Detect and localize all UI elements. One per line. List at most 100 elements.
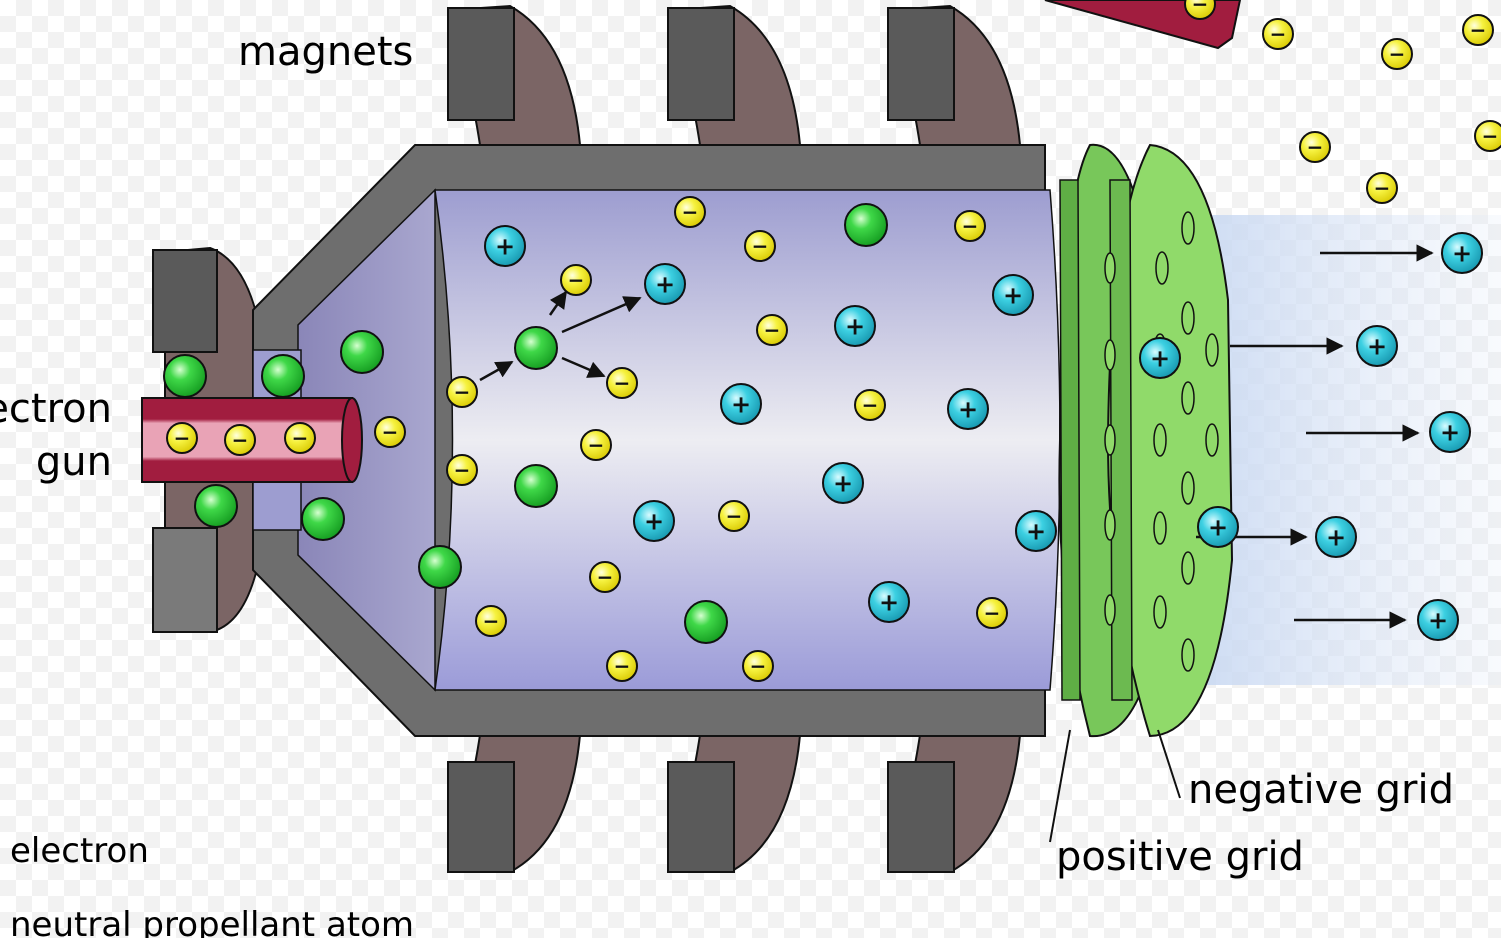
charge-sign: − — [1270, 22, 1287, 46]
label-magnets: magnets — [238, 29, 413, 75]
ion — [822, 462, 864, 504]
electron — [374, 416, 406, 448]
grids — [1058, 143, 1234, 738]
ion — [720, 383, 762, 425]
electron — [446, 454, 478, 486]
particles: −−−−−−−−−−−−−−−−−−−−−−−−−−−+++++++++++++… — [163, 0, 1501, 682]
electron — [718, 500, 750, 532]
electron — [1381, 38, 1413, 70]
neutral-atom — [514, 464, 558, 508]
electron — [606, 650, 638, 682]
label-positive-grid: positive grid — [1056, 834, 1304, 880]
electron — [589, 561, 621, 593]
electron — [1184, 0, 1216, 20]
neutral-atom — [684, 600, 728, 644]
neutral-atom — [261, 354, 305, 398]
charge-sign: + — [1428, 607, 1448, 635]
charge-sign: − — [962, 214, 979, 238]
neutral-atom — [163, 354, 207, 398]
electron — [224, 424, 256, 456]
ion — [1356, 325, 1398, 367]
ion — [1441, 232, 1483, 274]
charge-sign: − — [292, 426, 309, 450]
ion — [1139, 337, 1181, 379]
electron — [1299, 131, 1331, 163]
ion — [947, 388, 989, 430]
charge-sign: + — [655, 271, 675, 299]
neutral-atom — [514, 326, 558, 370]
label-negative-grid: negative grid — [1188, 767, 1454, 813]
charge-sign: − — [174, 426, 191, 450]
charge-sign: + — [958, 396, 978, 424]
electron — [954, 210, 986, 242]
ion — [1315, 516, 1357, 558]
ion — [834, 305, 876, 347]
charge-sign: − — [984, 601, 1001, 625]
charge-sign: − — [483, 609, 500, 633]
charge-sign: − — [1307, 135, 1324, 159]
electron — [560, 264, 592, 296]
charge-sign: + — [1440, 419, 1460, 447]
bottom-magnets — [447, 734, 1022, 874]
electron — [756, 314, 788, 346]
charge-sign: + — [1003, 282, 1023, 310]
electron — [1462, 14, 1494, 46]
label-electron-gun-line1: ectron — [0, 386, 112, 432]
electron — [166, 422, 198, 454]
ion — [484, 225, 526, 267]
charge-sign: − — [454, 380, 471, 404]
ion — [1429, 411, 1471, 453]
ion — [633, 500, 675, 542]
electron — [1262, 18, 1294, 50]
neutral-atom — [194, 484, 238, 528]
grid-holes — [1104, 211, 1219, 672]
legend-electron: electron — [10, 831, 149, 871]
charge-sign: + — [1326, 524, 1346, 552]
electron — [742, 650, 774, 682]
charge-sign: − — [454, 458, 471, 482]
ion — [868, 581, 910, 623]
charge-sign: − — [750, 654, 767, 678]
charge-sign: − — [614, 654, 631, 678]
charge-sign: − — [568, 268, 585, 292]
electron — [580, 429, 612, 461]
collision-arrows — [479, 290, 642, 382]
grid-leader-lines — [1049, 729, 1181, 843]
discharge-chamber — [252, 144, 1061, 737]
charge-sign: − — [764, 318, 781, 342]
label-electron-gun-line2: gun — [36, 439, 112, 485]
charge-sign: + — [1367, 333, 1387, 361]
ion — [1015, 510, 1057, 552]
charge-sign: − — [1192, 0, 1209, 16]
electron — [446, 376, 478, 408]
electron — [1366, 172, 1398, 204]
electron — [674, 196, 706, 228]
charge-sign: − — [1470, 18, 1487, 42]
charge-sign: − — [1389, 42, 1406, 66]
charge-sign: − — [682, 200, 699, 224]
charge-sign: − — [382, 420, 399, 444]
charge-sign: − — [597, 565, 614, 589]
neutral-atom — [301, 497, 345, 541]
legend-neutral-atom: neutral propellant atom — [10, 905, 414, 938]
charge-sign: + — [1452, 240, 1472, 268]
charge-sign: − — [1374, 176, 1391, 200]
ion — [1417, 599, 1459, 641]
charge-sign: − — [862, 393, 879, 417]
electron — [1474, 120, 1501, 152]
electron — [976, 597, 1008, 629]
charge-sign: + — [879, 589, 899, 617]
ion — [644, 263, 686, 305]
charge-sign: + — [495, 233, 515, 261]
charge-sign: − — [726, 504, 743, 528]
ion — [1197, 506, 1239, 548]
top-magnets — [447, 4, 1022, 146]
electron — [744, 230, 776, 262]
charge-sign: + — [1026, 518, 1046, 546]
electron — [606, 367, 638, 399]
neutral-atom — [418, 545, 462, 589]
charge-sign: + — [731, 391, 751, 419]
charge-sign: + — [833, 470, 853, 498]
charge-sign: − — [232, 428, 249, 452]
